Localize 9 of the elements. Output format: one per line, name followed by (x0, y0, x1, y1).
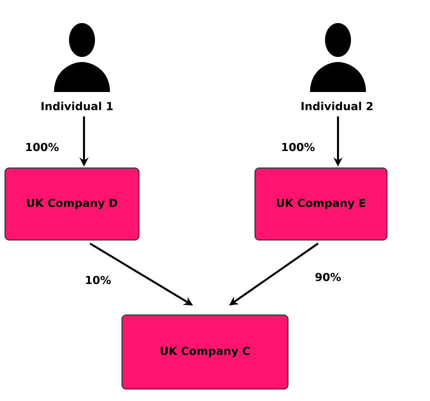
person-label: Individual 2 (302, 102, 372, 110)
edge-label: 100% (24, 142, 60, 152)
company-box: UK Company D (4, 168, 140, 240)
company-box: UK Company C (122, 314, 288, 390)
edge-label: 100% (280, 142, 316, 152)
company-box: UK Company E (254, 168, 388, 240)
edge-label: 90% (314, 272, 342, 282)
person-label: Individual 1 (42, 102, 113, 110)
edge-label: 10% (84, 274, 112, 286)
